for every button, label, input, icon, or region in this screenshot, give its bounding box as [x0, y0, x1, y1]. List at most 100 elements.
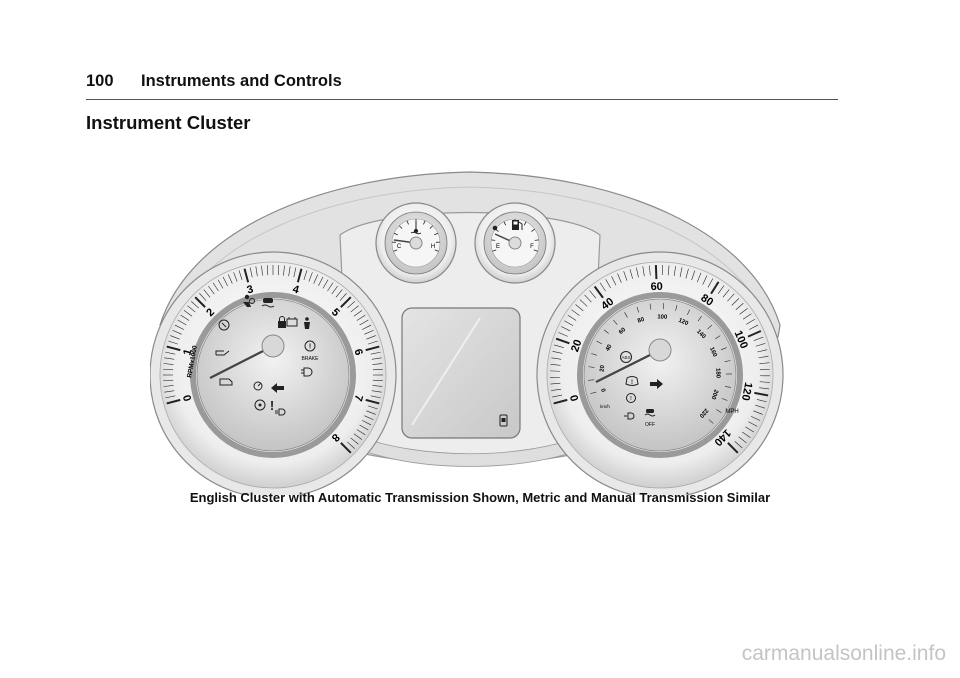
page-number: 100 — [86, 72, 114, 90]
kmh-tick — [590, 391, 597, 394]
kmh-tick — [596, 340, 602, 345]
seatbelt-icon — [304, 317, 310, 329]
kmh-tick — [715, 335, 721, 340]
tach-minor-tick — [359, 424, 369, 431]
mph-numeral: 40 — [599, 296, 616, 313]
tach-minor-tick — [293, 267, 297, 278]
tach-numeral: 4 — [291, 283, 301, 296]
mph-minor-tick — [673, 266, 676, 277]
tach-major-tick — [194, 296, 206, 308]
coolant-temp-icon — [410, 221, 422, 235]
mph-minor-tick — [642, 266, 645, 277]
header-rule — [86, 99, 838, 100]
kmh-numeral: 120 — [677, 318, 689, 328]
mph-major-tick — [727, 442, 739, 454]
tach-minor-tick — [372, 385, 383, 387]
mph-minor-tick — [636, 267, 639, 278]
engine-check-icon — [219, 378, 233, 386]
tach-numeral: 1 — [181, 348, 194, 357]
tach-minor-tick — [165, 395, 176, 399]
kmh-tick — [675, 304, 678, 311]
tach-minor-tick — [164, 390, 175, 393]
fuel-low-label: E — [496, 244, 500, 250]
battery-icon — [286, 317, 298, 327]
mph-minor-tick — [575, 304, 584, 312]
mph-minor-tick — [753, 410, 763, 415]
tach-minor-tick — [288, 266, 291, 277]
fuel-tick — [523, 221, 527, 226]
temp-tick — [393, 249, 398, 252]
tach-minor-tick — [318, 276, 324, 287]
tach-minor-tick — [233, 272, 238, 282]
mph-minor-tick — [552, 351, 563, 354]
mph-major-tick — [553, 398, 568, 405]
tach-minor-tick — [255, 266, 258, 277]
temp-tick — [399, 225, 403, 229]
tach-minor-tick — [353, 433, 363, 440]
tach-minor-tick — [238, 270, 243, 280]
tach-minor-tick — [164, 357, 175, 360]
mph-minor-tick — [745, 426, 755, 433]
fuel-tick — [534, 239, 539, 241]
mph-minor-tick — [564, 320, 574, 326]
tpms-icon — [218, 319, 230, 331]
tire-pressure-icon: ! — [625, 376, 639, 386]
tach-minor-tick — [277, 265, 280, 276]
security-icon — [278, 316, 286, 328]
kmh-tick — [716, 409, 722, 413]
tach-minor-tick — [187, 305, 196, 313]
mph-minor-tick — [731, 298, 740, 306]
mph-minor-tick — [759, 387, 770, 390]
mph-minor-tick — [554, 344, 564, 348]
kmh-tick — [697, 316, 702, 322]
mph-minor-tick — [759, 362, 770, 365]
tach-numeral: 7 — [352, 393, 365, 402]
mph-minor-tick — [649, 265, 651, 276]
tach-minor-tick — [168, 340, 178, 345]
tach-minor-tick — [203, 289, 211, 298]
tach-minor-tick — [212, 282, 219, 292]
mph-numeral: 120 — [739, 381, 754, 401]
watermark: carmanualsonline.info — [741, 642, 946, 665]
brake-warning-icon: ! — [304, 340, 316, 352]
tach-minor-tick — [371, 357, 382, 360]
tach-minor-tick — [183, 310, 193, 317]
kmh-numeral: 100 — [657, 314, 668, 320]
traction-off-icon — [644, 409, 656, 417]
mph-minor-tick — [734, 441, 743, 449]
mph-minor-tick — [550, 364, 561, 366]
tach-minor-tick — [370, 351, 381, 355]
kmh-tick — [649, 303, 652, 310]
kmh-numeral: 0 — [601, 387, 608, 392]
temp-tick — [429, 225, 433, 229]
mph-minor-tick — [599, 282, 606, 292]
kmh-numeral: 220 — [697, 407, 709, 419]
tach-minor-tick — [372, 368, 383, 371]
kmh-tick — [613, 319, 618, 325]
mph-major-tick — [710, 281, 720, 295]
tach-minor-tick — [366, 410, 376, 415]
tach-minor-tick — [177, 319, 187, 326]
tach-numeral: 3 — [246, 283, 255, 296]
mph-numeral: 80 — [698, 292, 715, 309]
tach-minor-tick — [372, 379, 383, 382]
master-warning-icon: ! — [270, 398, 274, 413]
mph-major-tick — [754, 391, 769, 397]
mph-minor-tick — [579, 299, 588, 307]
tach-minor-tick — [283, 265, 285, 276]
tach-numeral: 0 — [181, 393, 194, 402]
section-title: Instrument Cluster — [86, 112, 251, 133]
brake-label: BRAKE — [302, 356, 320, 362]
fuel-tick — [492, 249, 497, 252]
fuel-tick — [503, 221, 507, 226]
mph-minor-tick — [558, 332, 568, 337]
tach-minor-tick — [361, 324, 372, 330]
tach-major-tick — [166, 345, 181, 352]
mph-minor-tick — [756, 399, 767, 403]
temp-tick — [434, 232, 439, 236]
fog-lamp-icon — [275, 408, 286, 416]
mph-minor-tick — [550, 382, 561, 385]
mph-minor-tick — [748, 421, 758, 427]
kmh-tick — [724, 386, 731, 388]
